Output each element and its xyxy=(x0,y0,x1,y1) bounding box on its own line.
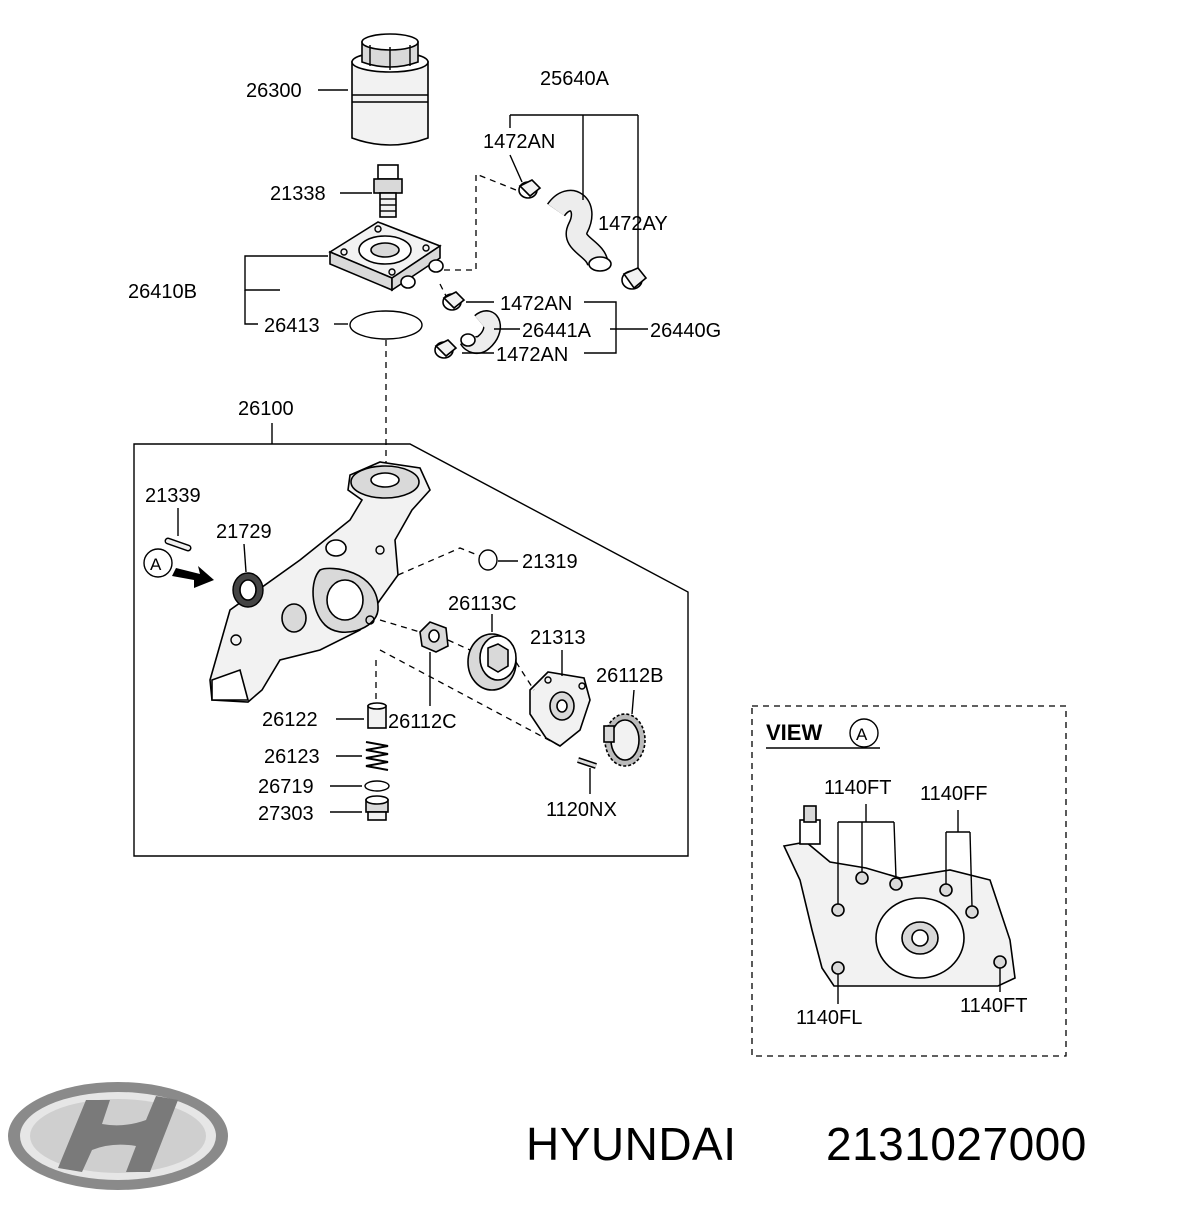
oil-filter-part xyxy=(351,33,429,146)
view-title: VIEW xyxy=(766,720,822,745)
inner-rotor-part xyxy=(419,621,449,653)
label-1472an-low: 1472AN xyxy=(496,344,568,366)
oil-cooler-part xyxy=(328,221,444,292)
view-marker-a: A xyxy=(856,725,868,744)
label-26441a: 26441A xyxy=(522,320,592,342)
label-26300: 26300 xyxy=(246,80,302,102)
gasket-26719-part xyxy=(364,780,390,792)
callout-a-text: A xyxy=(150,555,162,574)
dowel-pin-part xyxy=(164,537,192,552)
label-21729: 21729 xyxy=(216,521,272,543)
brand-name: HYUNDAI xyxy=(526,1118,737,1170)
o-ring-26413-part xyxy=(349,310,423,340)
view-a-inset-box xyxy=(751,705,1067,1057)
hose-clamp-1472ay-part xyxy=(621,267,648,290)
part-number: 2131027000 xyxy=(826,1118,1087,1170)
hose-clamp-mid-part xyxy=(442,291,466,311)
outer-rotor-part xyxy=(467,633,517,691)
label-1140fl: 1140FL xyxy=(796,1007,862,1029)
label-26112b: 26112B xyxy=(596,665,663,687)
label-27303: 27303 xyxy=(258,803,314,825)
hose-25640a-part xyxy=(546,189,612,272)
hyundai-logo-icon xyxy=(8,1082,228,1190)
label-1120nx: 1120NX xyxy=(546,799,617,821)
hose-clamp-top-part xyxy=(518,179,542,199)
hose-clamp-low-part xyxy=(434,339,458,359)
bolt-1120nx-part xyxy=(577,757,597,769)
relief-spring-part xyxy=(365,741,389,771)
label-26413: 26413 xyxy=(264,315,320,337)
o-ring-21319-part xyxy=(478,549,498,571)
label-21319: 21319 xyxy=(522,551,578,573)
label-26112c: 26112C xyxy=(388,711,457,733)
view-a-pump-housing xyxy=(782,805,1016,987)
label-26100: 26100 xyxy=(238,398,294,420)
label-26410b: 26410B xyxy=(128,281,197,303)
label-1140ff: 1140FF xyxy=(920,783,987,805)
label-1472an-top: 1472AN xyxy=(483,131,555,153)
relief-plunger-part xyxy=(367,702,387,729)
label-1140ft-top: 1140FT xyxy=(824,777,891,799)
label-26719: 26719 xyxy=(258,776,314,798)
label-21339: 21339 xyxy=(145,485,201,507)
drive-gear-part xyxy=(603,713,646,767)
oil-pump-housing-part xyxy=(209,461,431,703)
hose-26441a-part xyxy=(459,310,502,355)
plug-27303-part xyxy=(365,795,389,821)
label-21313: 21313 xyxy=(530,627,586,649)
oil-seal-part xyxy=(232,572,264,608)
label-1472an-mid: 1472AN xyxy=(500,293,572,315)
label-1140ft-bottom: 1140FT xyxy=(960,995,1027,1017)
view-a-callout: A xyxy=(143,548,173,578)
pump-assembly-box xyxy=(133,443,689,857)
pump-cover-part xyxy=(529,671,591,747)
arrow-right-icon xyxy=(172,566,214,588)
label-1472ay: 1472AY xyxy=(598,213,668,235)
label-26122: 26122 xyxy=(262,709,318,731)
label-26123: 26123 xyxy=(264,746,320,768)
label-26440g: 26440G xyxy=(650,320,721,342)
connector-bolt-part xyxy=(373,164,403,218)
label-26113c: 26113C xyxy=(448,593,517,615)
label-25640a: 25640A xyxy=(540,68,610,90)
label-21338: 21338 xyxy=(270,183,326,205)
